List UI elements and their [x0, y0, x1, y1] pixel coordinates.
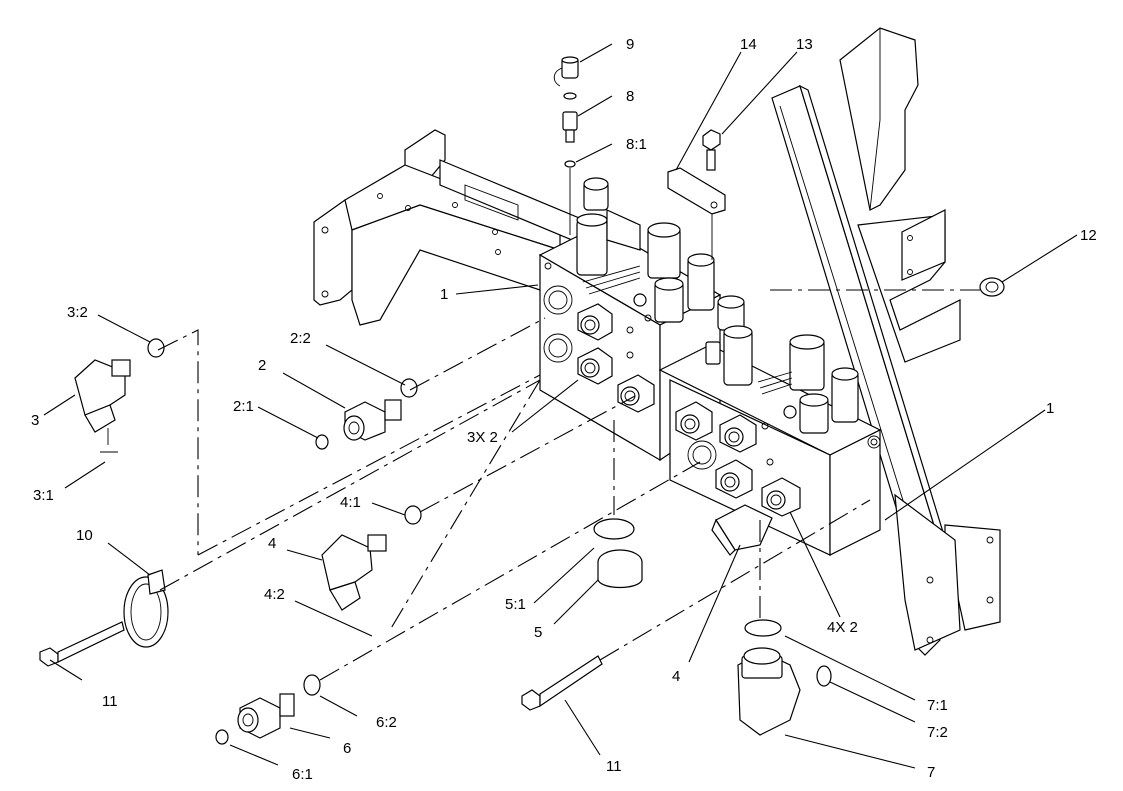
callout-5: 5 [534, 624, 542, 641]
fittings-4x2 [675, 401, 801, 517]
fittings-3x2 [577, 303, 655, 413]
callout-6-2: 6:2 [376, 714, 397, 731]
callout-14: 14 [740, 36, 757, 53]
callout-3: 3 [31, 412, 39, 429]
callout-4-left: 4 [268, 535, 276, 552]
part-11-bolt-center [521, 655, 603, 711]
assembly-lines [157, 289, 980, 681]
left-mounting-frame [313, 129, 621, 326]
part-3-elbow [74, 338, 165, 453]
callout-6-1: 6:1 [292, 766, 313, 783]
part-4-elbow-center [711, 504, 773, 556]
callout-9: 9 [626, 36, 634, 53]
callout-5-1: 5:1 [505, 596, 526, 613]
callout-13: 13 [796, 36, 813, 53]
part-9-cap [553, 56, 579, 87]
callout-7: 7 [927, 764, 935, 781]
part-11-bolt-left [39, 621, 125, 667]
callout-12: 12 [1080, 227, 1097, 244]
callout-labels: 9 8 8:1 14 13 12 1 1 2:2 2 2:1 3:2 3 3:1… [31, 36, 1097, 783]
callout-3-1: 3:1 [33, 487, 54, 504]
callout-2-1: 2:1 [233, 398, 254, 415]
callout-6: 6 [343, 740, 351, 757]
callout-1-left: 1 [440, 286, 448, 303]
part-14-bracket [667, 167, 726, 260]
callout-2: 2 [258, 357, 266, 374]
callout-11-center: 11 [606, 758, 622, 775]
callout-11-left: 11 [102, 693, 118, 710]
leader-lines [43, 43, 1078, 769]
callout-4-1: 4:1 [340, 494, 361, 511]
callout-8-1: 8:1 [626, 136, 647, 153]
callout-10: 10 [76, 527, 93, 544]
right-mounting-frame [771, 27, 1001, 656]
callout-8: 8 [626, 88, 634, 105]
part-4-elbow-left [321, 505, 422, 611]
part-5-plug [593, 518, 643, 589]
callout-3-2: 3:2 [67, 304, 88, 321]
part-2-fitting [315, 378, 418, 450]
part-7-elbow [737, 619, 832, 736]
part-6-fitting [215, 674, 321, 745]
callout-4x2: 4X 2 [827, 619, 858, 636]
callout-4-2: 4:2 [264, 586, 285, 603]
part-8-fitting [562, 92, 578, 235]
callout-7-2: 7:2 [927, 724, 948, 741]
solenoid-valves [576, 177, 859, 434]
callout-2-2: 2:2 [290, 330, 311, 347]
part-10-clamp [123, 569, 169, 648]
part-12-plug [979, 277, 1005, 297]
part-13-bolt [702, 129, 721, 171]
callout-4-center: 4 [672, 668, 680, 685]
callout-3x2: 3X 2 [467, 429, 498, 446]
callout-7-1: 7:1 [927, 697, 948, 714]
callout-1-right: 1 [1046, 400, 1054, 417]
